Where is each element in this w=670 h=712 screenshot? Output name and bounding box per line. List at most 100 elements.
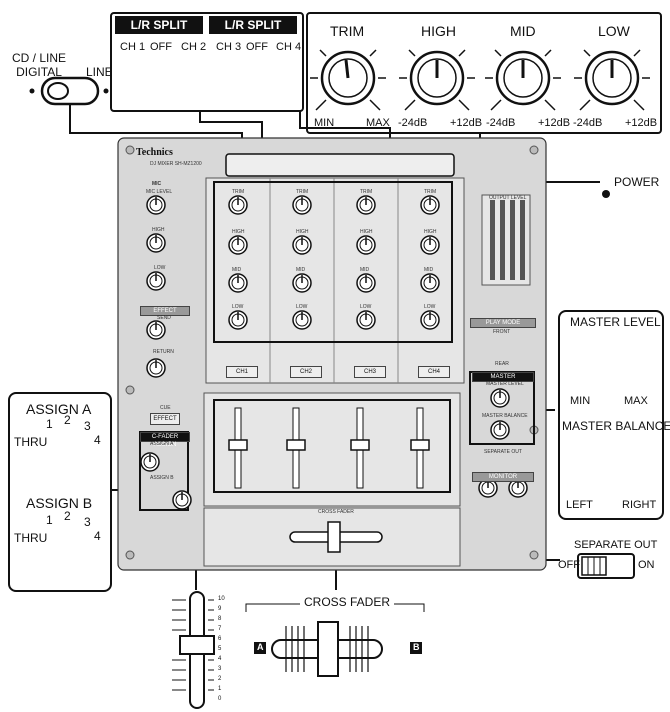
cue-button-ch1[interactable]: CH1 xyxy=(226,366,258,378)
ch3-mid-knob xyxy=(356,273,376,293)
ch3-low-label: LOW xyxy=(360,304,372,310)
mixer-effect-header: EFFECT xyxy=(140,306,190,316)
cd-line-title-line1: CD / LINE xyxy=(11,51,66,65)
ch2-trim-knob xyxy=(292,195,312,215)
assign-b-thru: THRU xyxy=(14,531,48,545)
master-callout xyxy=(558,310,664,520)
separate-out-on: ON xyxy=(638,559,655,571)
trim-knob xyxy=(310,49,386,111)
mixer-mic: MIC xyxy=(152,181,162,187)
level-meter xyxy=(490,200,525,280)
left-panel-knob-6 xyxy=(140,452,160,472)
high-min: -24dB xyxy=(398,117,428,129)
assign-a-num3: 3 xyxy=(84,419,91,433)
separate-out-off: OFF xyxy=(558,559,580,571)
lr-right-off: OFF xyxy=(246,41,268,53)
ch1-trim-label: TRIM xyxy=(232,189,245,195)
mixer-cfader-assign: C-FADER ASSIGN xyxy=(140,432,190,448)
crossfader-b: B xyxy=(413,642,420,652)
left-panel-knob-4 xyxy=(146,320,166,340)
ch1-mid-knob xyxy=(228,273,248,293)
ch2-low-knob xyxy=(292,310,312,330)
right-panel-knob-2 xyxy=(490,420,510,440)
ch3-high-knob xyxy=(356,235,376,255)
left-panel-knob-7 xyxy=(172,490,192,510)
assign-a-num1: 1 xyxy=(46,417,53,431)
right-panel-knob-1 xyxy=(490,388,510,408)
fader-scale-5: 5 xyxy=(218,646,222,652)
mixer-master-level: MASTER LEVEL xyxy=(486,381,524,387)
ch4-mid-knob xyxy=(420,273,440,293)
mixer-fader-knob-2 xyxy=(286,439,306,451)
mid-knob xyxy=(485,49,561,111)
cue-button-ch2[interactable]: CH2 xyxy=(290,366,322,378)
lr-left-ch2: CH 2 xyxy=(181,41,207,53)
mid-title: MID xyxy=(510,23,536,39)
ch4-trim-label: TRIM xyxy=(424,189,437,195)
ch2-high-label: HIGH xyxy=(296,229,309,235)
low-max: +12dB xyxy=(625,117,658,129)
assign-b-num3: 3 xyxy=(84,515,91,529)
cue-button-ch3[interactable]: CH3 xyxy=(354,366,386,378)
mixer-faders xyxy=(228,407,430,553)
mixer-return: RETURN xyxy=(153,349,174,355)
left-panel-knob-1 xyxy=(146,195,166,215)
mixer-mic-low: LOW xyxy=(154,265,166,271)
low-min: -24dB xyxy=(573,117,603,129)
mixer-assign-a: ASSIGN A xyxy=(150,441,174,447)
fader-scale-8: 8 xyxy=(218,616,222,622)
mixer-rear: REAR xyxy=(495,361,509,367)
fader-scale-0: 0 xyxy=(218,696,222,702)
ch3-low-knob xyxy=(356,310,376,330)
lr-left-off: OFF xyxy=(150,41,172,53)
high-title: HIGH xyxy=(421,23,456,39)
low-knob xyxy=(574,49,650,111)
mixer-output-level: OUTPUT LEVEL xyxy=(489,195,527,201)
mid-min: -24dB xyxy=(486,117,516,129)
ch2-mid-label: MID xyxy=(296,267,306,273)
mixer-mic-high: HIGH xyxy=(152,227,165,233)
trim-title: TRIM xyxy=(330,23,365,39)
ch1-high-label: HIGH xyxy=(232,229,245,235)
master-level-min: MIN xyxy=(570,395,591,407)
ch4-high-label: HIGH xyxy=(424,229,437,235)
lr-left-ch1: CH 1 xyxy=(120,41,146,53)
fader-scale-4: 4 xyxy=(218,656,222,662)
separate-out-title: SEPARATE OUT xyxy=(574,539,658,551)
ch1-low-knob xyxy=(228,310,248,330)
mixer-brand: Technics xyxy=(136,147,173,158)
low-title: LOW xyxy=(598,23,630,39)
ch4-high-knob xyxy=(420,235,440,255)
assign-a-num2: 2 xyxy=(64,413,71,427)
fader-scale-7: 7 xyxy=(218,626,222,632)
assign-a-thru: THRU xyxy=(14,435,48,449)
assign-b-num4: 4 xyxy=(94,529,101,543)
ch4-low-label: LOW xyxy=(424,304,436,310)
lr-right-ch3: CH 3 xyxy=(216,41,242,53)
mid-max: +12dB xyxy=(538,117,571,129)
channel-fader-graphic xyxy=(172,591,215,709)
mixer-effect-cue-button[interactable]: EFFECT xyxy=(150,413,180,425)
mixer-master-balance: MASTER BALANCE xyxy=(482,413,528,419)
trim-min: MIN xyxy=(314,117,335,129)
ch1-trim-knob xyxy=(228,195,248,215)
fader-scale-3: 3 xyxy=(218,666,222,672)
mixer-cue: CUE xyxy=(160,405,171,411)
fader-scale-6: 6 xyxy=(218,636,222,642)
mixer-master: MASTER xyxy=(472,372,534,382)
left-panel-knob-3 xyxy=(146,271,166,291)
ch4-trim-knob xyxy=(420,195,440,215)
cue-button-ch4[interactable]: CH4 xyxy=(418,366,450,378)
lr-right-ch4: CH 4 xyxy=(276,41,302,53)
ch1-high-knob xyxy=(228,235,248,255)
master-level-max: MAX xyxy=(624,395,648,407)
mixer-fader-knob-3 xyxy=(350,439,370,451)
ch1-low-label: LOW xyxy=(232,304,244,310)
lr-split-right-title: L/R SPLIT xyxy=(209,16,297,34)
lr-split-left-title: L/R SPLIT xyxy=(115,16,203,34)
fader-scale-2: 2 xyxy=(218,676,222,682)
mixer-model: DJ MIXER SH-MZ1200 xyxy=(150,161,202,167)
mixer-monitor: MONITOR xyxy=(472,472,534,482)
